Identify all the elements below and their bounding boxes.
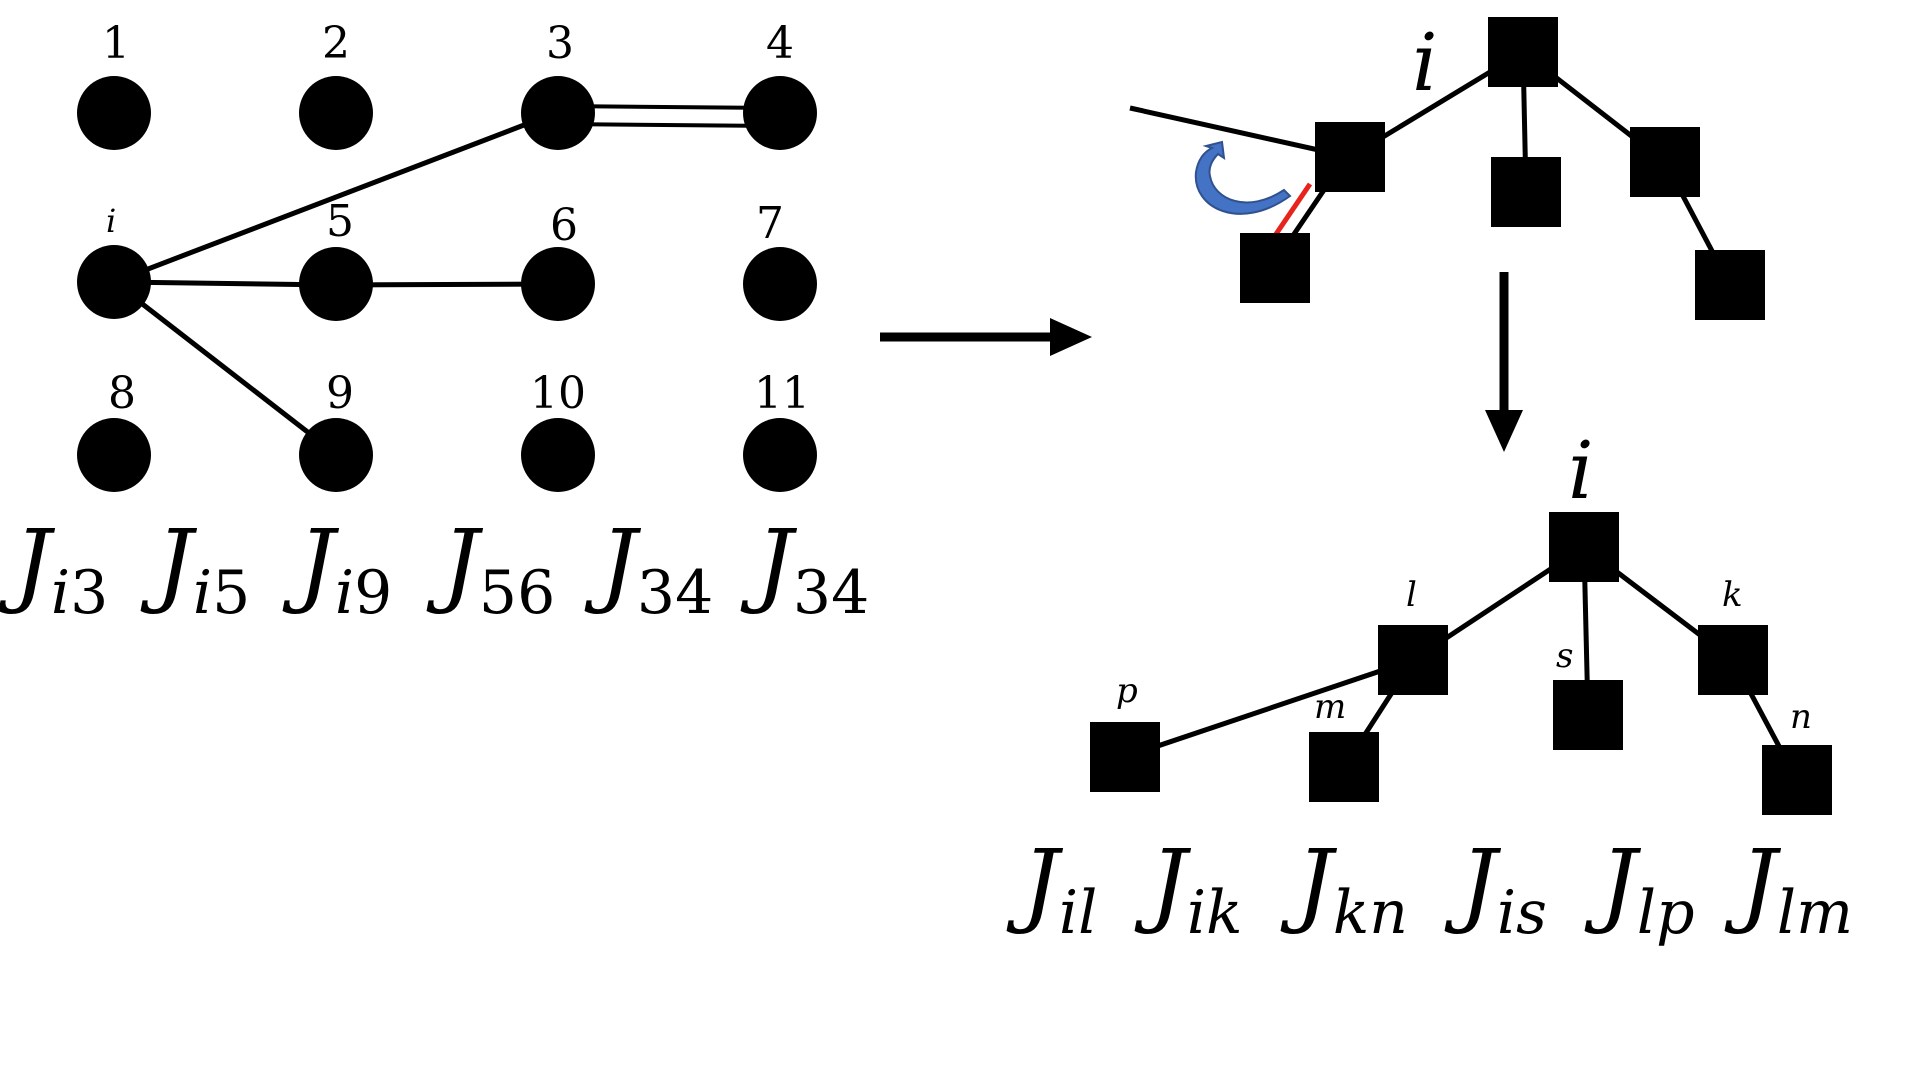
top-node-left-child bbox=[1240, 233, 1310, 303]
lattice-graph: 1 2 3 4 i 5 6 7 8 9 10 11 bbox=[77, 18, 817, 492]
coupling-J-i3: Ji3 bbox=[0, 510, 108, 628]
edge-3-4-a bbox=[557, 104, 781, 110]
bottom-node-l bbox=[1378, 625, 1448, 695]
coupling-J-is: Jis bbox=[1444, 830, 1547, 948]
node-2 bbox=[299, 76, 373, 150]
top-node-right bbox=[1630, 127, 1700, 197]
edge-i-9 bbox=[112, 280, 338, 456]
edge-i-5 bbox=[113, 279, 337, 288]
top-edge-external bbox=[1129, 105, 1351, 160]
bottom-tree: i l k s p m n bbox=[1090, 424, 1832, 815]
node-4 bbox=[743, 76, 817, 150]
node-label-2: 2 bbox=[322, 18, 350, 69]
right-arrow-icon bbox=[880, 318, 1092, 356]
coupling-J-ik: Jik bbox=[1134, 830, 1242, 948]
bottom-label-k: k bbox=[1722, 575, 1743, 615]
node-label-9: 9 bbox=[326, 368, 354, 419]
bottom-label-s: s bbox=[1556, 636, 1573, 676]
top-edge-highlight-red bbox=[1269, 182, 1313, 242]
coupling-J-i5: Ji5 bbox=[140, 510, 250, 628]
coupling-J-56: J56 bbox=[426, 510, 555, 628]
node-7 bbox=[743, 247, 817, 321]
tree-couplings: Jil Jik Jkn Jis Jlp Jlm bbox=[1006, 830, 1853, 948]
node-label-5: 5 bbox=[326, 196, 354, 247]
bottom-label-n: n bbox=[1790, 697, 1812, 737]
node-1 bbox=[77, 76, 151, 150]
down-arrow-icon bbox=[1485, 272, 1523, 452]
bottom-node-p bbox=[1090, 722, 1160, 792]
edge-3-4-b bbox=[557, 122, 781, 128]
node-10 bbox=[521, 418, 595, 492]
edge-i-3 bbox=[113, 109, 559, 285]
top-node-left bbox=[1315, 122, 1385, 192]
node-label-7: 7 bbox=[756, 198, 784, 249]
top-node-root bbox=[1488, 17, 1558, 87]
bottom-node-n bbox=[1762, 745, 1832, 815]
node-9 bbox=[299, 418, 373, 492]
coupling-J-i9: Ji9 bbox=[282, 510, 392, 628]
top-node-right-child bbox=[1695, 250, 1765, 320]
bottom-node-i bbox=[1549, 512, 1619, 582]
curved-arrow-icon bbox=[1194, 140, 1292, 215]
node-label-10: 10 bbox=[530, 368, 586, 419]
bottom-node-s bbox=[1553, 680, 1623, 750]
coupling-J-kn: Jkn bbox=[1280, 830, 1408, 948]
node-11 bbox=[743, 418, 817, 492]
bottom-edge-l-p bbox=[1124, 657, 1414, 760]
coupling-J-lp: Jlp bbox=[1584, 830, 1695, 948]
node-label-i: i bbox=[106, 202, 116, 240]
node-3 bbox=[521, 76, 595, 150]
node-i bbox=[77, 245, 151, 319]
coupling-J-il: Jil bbox=[1006, 830, 1097, 948]
coupling-J-lm: Jlm bbox=[1724, 830, 1853, 948]
node-label-8: 8 bbox=[108, 368, 136, 419]
node-5 bbox=[299, 247, 373, 321]
edge-5-6 bbox=[335, 281, 559, 288]
top-root-label: i bbox=[1412, 16, 1438, 109]
node-label-3: 3 bbox=[546, 18, 574, 69]
lattice-couplings: Ji3 Ji5 Ji9 J56 J34 J34 bbox=[0, 510, 869, 628]
bottom-label-l: l bbox=[1406, 575, 1417, 615]
node-label-11: 11 bbox=[754, 368, 810, 419]
coupling-J-34-b: J34 bbox=[740, 510, 869, 628]
top-tree: i bbox=[1129, 16, 1765, 320]
node-label-4: 4 bbox=[766, 18, 794, 69]
bottom-label-m: m bbox=[1314, 687, 1346, 727]
node-8 bbox=[77, 418, 151, 492]
top-node-mid bbox=[1491, 157, 1561, 227]
bottom-node-m bbox=[1309, 732, 1379, 802]
bottom-label-p: p bbox=[1116, 671, 1138, 711]
bottom-node-k bbox=[1698, 625, 1768, 695]
node-label-6: 6 bbox=[550, 200, 578, 251]
node-label-1: 1 bbox=[102, 18, 130, 69]
coupling-J-34-a: J34 bbox=[584, 510, 713, 628]
node-6 bbox=[521, 247, 595, 321]
bottom-root-label: i bbox=[1568, 424, 1594, 517]
